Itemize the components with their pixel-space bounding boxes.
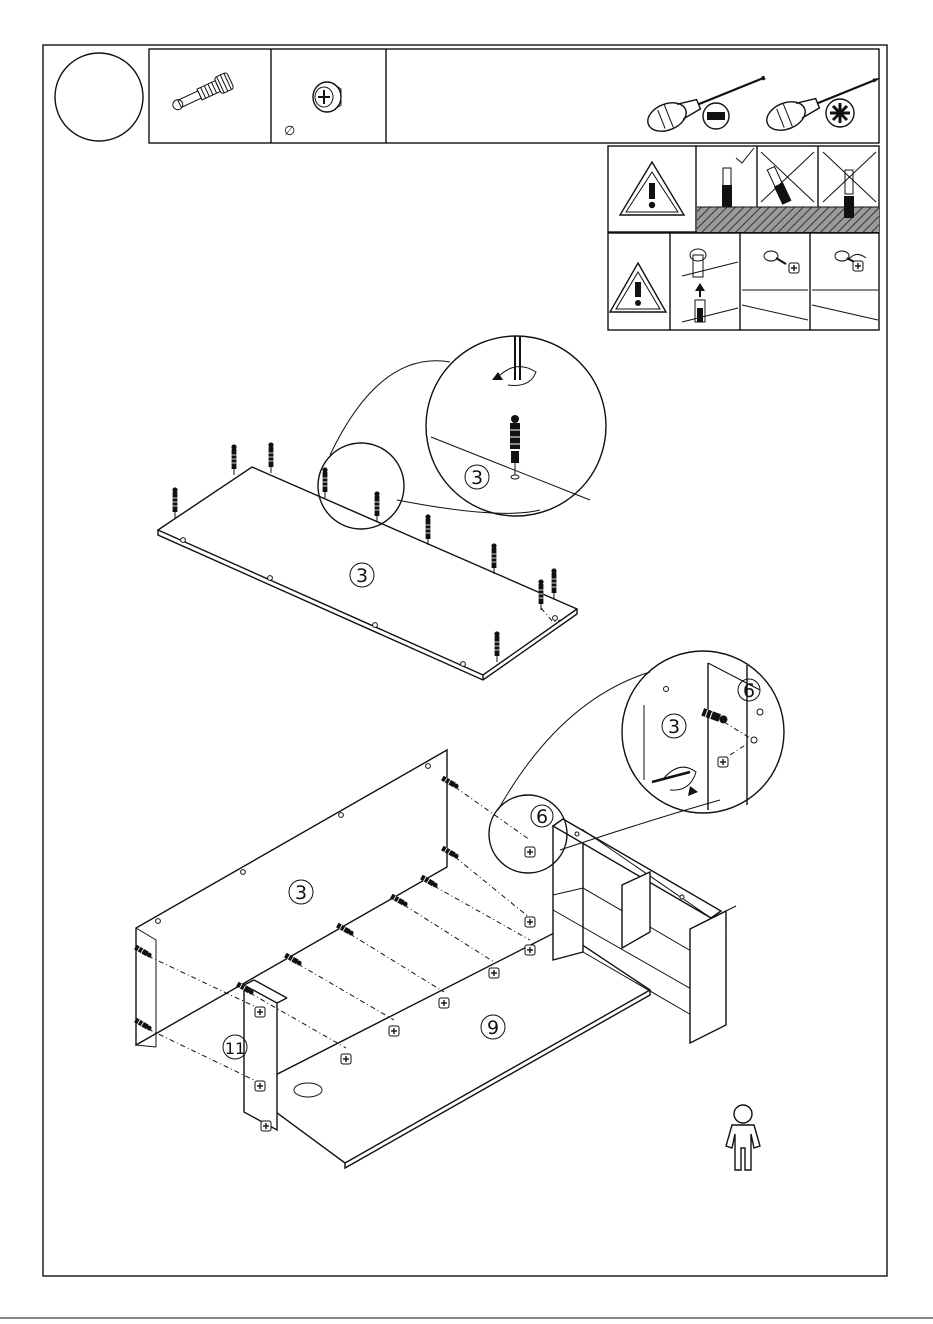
warning-panel-insertion-depth	[608, 146, 879, 232]
warning-panel-cam-orientation	[608, 233, 879, 330]
part-label-shelf-6: 6	[536, 806, 548, 828]
part-label-side-panel-11: 11	[225, 1039, 245, 1058]
warning-triangle-icon	[620, 162, 684, 215]
part-label-panel-3: 3	[356, 565, 368, 587]
detail-callout-bolt-screw: 3	[318, 336, 606, 529]
detail-label-panel-3: 3	[471, 467, 483, 489]
cam-turn-lock	[812, 251, 878, 320]
one-person-icon	[726, 1105, 760, 1170]
phillips-screwdriver-icon	[763, 66, 886, 136]
panel-3-bolt-insertion: 3	[158, 442, 577, 680]
hardware-strip: ∅	[149, 49, 885, 143]
bolt-tilted-wrong	[761, 152, 814, 205]
cam-insert-side	[742, 251, 808, 320]
cam-lock-nut-icon	[313, 82, 341, 112]
flat-screwdriver-icon	[644, 66, 769, 137]
bolt-straight-correct	[722, 148, 754, 207]
cam-insert-arrow-up	[682, 249, 738, 322]
bed-frame-assembly: 9 3 11	[134, 672, 736, 1168]
part-label-base-9: 9	[487, 1017, 499, 1039]
detail-label-panel-3-b: 3	[668, 716, 680, 738]
part-label-back-panel-3: 3	[295, 882, 307, 904]
warning-triangle-icon	[610, 263, 666, 312]
diameter-symbol: ∅	[284, 124, 295, 139]
step-badge	[55, 53, 143, 141]
detail-label-shelf-6: 6	[743, 680, 755, 702]
cam-bolt-icon	[169, 72, 234, 115]
detail-callout-cam-lock: 6 3	[622, 651, 784, 813]
